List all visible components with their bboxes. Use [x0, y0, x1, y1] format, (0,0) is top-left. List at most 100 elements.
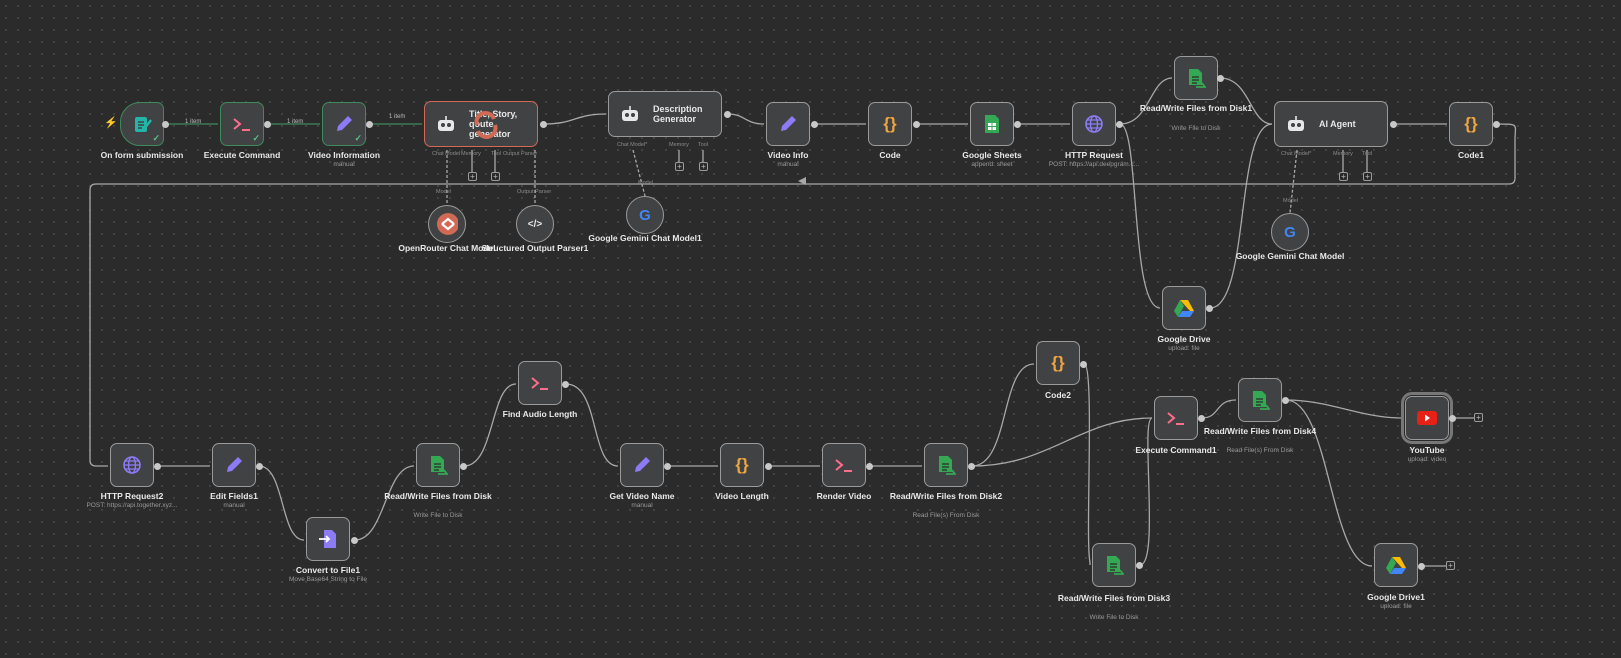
node-title-story-generator[interactable]: Title, Story, qoute generator — [424, 101, 538, 147]
conn-label-model: Model — [1283, 198, 1298, 204]
node-google-gemini-chat-model1[interactable]: G — [626, 196, 664, 234]
trigger-bolt-icon: ⚡ — [104, 117, 118, 129]
output-port[interactable] — [1282, 397, 1289, 404]
node-label: Execute Command — [203, 150, 281, 160]
output-port[interactable] — [460, 463, 467, 470]
node-read-write-files-disk[interactable] — [416, 443, 460, 487]
node-execute-command[interactable]: ✓ — [220, 102, 264, 146]
node-read-write-files-disk4[interactable] — [1238, 378, 1282, 422]
google-drive-icon — [1385, 554, 1407, 576]
terminal-icon — [833, 454, 855, 476]
node-google-drive1[interactable] — [1374, 543, 1418, 587]
node-subtitle: Move Base64 String to File — [288, 576, 368, 583]
conn-label-model: Model — [436, 189, 451, 195]
output-port[interactable] — [1418, 563, 1425, 570]
add-memory-button[interactable]: + — [468, 172, 477, 181]
node-subtitle: manual — [333, 161, 355, 168]
output-port[interactable] — [1014, 121, 1021, 128]
add-node-button[interactable]: + — [1474, 413, 1483, 422]
node-convert-to-file1[interactable] — [306, 517, 350, 561]
output-port[interactable] — [664, 463, 671, 470]
output-port[interactable] — [256, 463, 263, 470]
success-check-icon: ✓ — [152, 133, 160, 143]
output-port[interactable] — [968, 463, 975, 470]
add-tool-button[interactable]: + — [491, 172, 500, 181]
output-port[interactable] — [162, 121, 169, 128]
output-port[interactable] — [562, 381, 569, 388]
node-label: Render Video — [816, 491, 872, 501]
add-node-button[interactable]: + — [1446, 561, 1455, 570]
node-subtitle: manual — [777, 161, 799, 168]
output-port[interactable] — [1217, 75, 1224, 82]
output-port[interactable] — [811, 121, 818, 128]
node-subtitle: Read File(s) From Disk — [912, 512, 980, 519]
output-port[interactable] — [1449, 415, 1456, 422]
node-video-information[interactable]: ✓ — [322, 102, 366, 146]
node-on-form-submission[interactable]: ✓ — [120, 102, 164, 146]
conn-label-output-parser: Output Parser — [517, 189, 552, 195]
node-youtube[interactable] — [1401, 392, 1453, 444]
output-port[interactable] — [724, 111, 731, 118]
node-code[interactable]: {} — [868, 102, 912, 146]
port-label-tool: Tool — [698, 142, 709, 148]
node-structured-output-parser1[interactable]: </> — [516, 205, 554, 243]
node-get-video-name[interactable] — [620, 443, 664, 487]
conn-label-model: Model — [638, 180, 653, 186]
terminal-icon — [529, 372, 551, 394]
node-code2[interactable]: {} — [1036, 341, 1080, 385]
output-port[interactable] — [1198, 415, 1205, 422]
output-port[interactable] — [1116, 121, 1123, 128]
output-port[interactable] — [1493, 121, 1500, 128]
node-code1[interactable]: {} — [1449, 102, 1493, 146]
add-tool-button[interactable]: + — [699, 162, 708, 171]
node-label: HTTP Request2 — [100, 491, 164, 501]
file-icon — [427, 454, 449, 476]
output-port[interactable] — [1390, 121, 1397, 128]
node-video-length[interactable]: {} — [720, 443, 764, 487]
node-google-gemini-chat-model[interactable]: G — [1271, 213, 1309, 251]
output-port[interactable] — [351, 537, 358, 544]
node-google-drive[interactable] — [1162, 286, 1206, 330]
node-video-info[interactable] — [766, 102, 810, 146]
node-read-write-files-disk1[interactable] — [1174, 56, 1218, 100]
node-description-generator[interactable]: Description Generator — [608, 91, 722, 137]
openrouter-icon — [436, 213, 458, 235]
add-memory-button[interactable]: + — [1339, 172, 1348, 181]
output-port[interactable] — [765, 463, 772, 470]
output-port[interactable] — [540, 121, 547, 128]
node-label: OpenRouter Chat Model — [398, 243, 496, 253]
node-label: Read/Write Files from Disk1 — [1139, 103, 1253, 113]
node-read-write-files-disk2[interactable] — [924, 443, 968, 487]
output-port[interactable] — [1206, 305, 1213, 312]
node-find-audio-length[interactable] — [518, 361, 562, 405]
node-google-sheets[interactable] — [970, 102, 1014, 146]
output-port[interactable] — [866, 463, 873, 470]
node-http-request[interactable] — [1072, 102, 1116, 146]
node-edit-fields1[interactable] — [212, 443, 256, 487]
node-execute-command1[interactable] — [1154, 396, 1198, 440]
node-read-write-files-disk3[interactable] — [1092, 543, 1136, 587]
output-port[interactable] — [154, 463, 161, 470]
pencil-icon — [333, 113, 355, 135]
output-port[interactable] — [1136, 562, 1143, 569]
node-render-video[interactable] — [822, 443, 866, 487]
node-ai-agent[interactable]: AI Agent — [1274, 101, 1388, 147]
node-openrouter-chat-model[interactable] — [428, 205, 466, 243]
globe-icon — [1083, 113, 1105, 135]
code-braces-icon: {} — [1464, 114, 1478, 133]
node-label: Google Drive — [1157, 334, 1211, 344]
node-http-request2[interactable] — [110, 443, 154, 487]
node-subtitle: POST: https://api.together.xyz... — [86, 502, 178, 509]
output-port[interactable] — [913, 121, 920, 128]
add-memory-button[interactable]: + — [675, 162, 684, 171]
globe-icon — [121, 454, 143, 476]
output-port[interactable] — [366, 121, 373, 128]
robot-icon — [435, 113, 457, 135]
add-tool-button[interactable]: + — [1363, 172, 1372, 181]
node-label: Video Information — [307, 150, 381, 160]
code-braces-icon: {} — [883, 114, 897, 133]
output-port[interactable] — [1080, 361, 1087, 368]
output-port[interactable] — [264, 121, 271, 128]
google-icon: G — [1284, 223, 1296, 241]
